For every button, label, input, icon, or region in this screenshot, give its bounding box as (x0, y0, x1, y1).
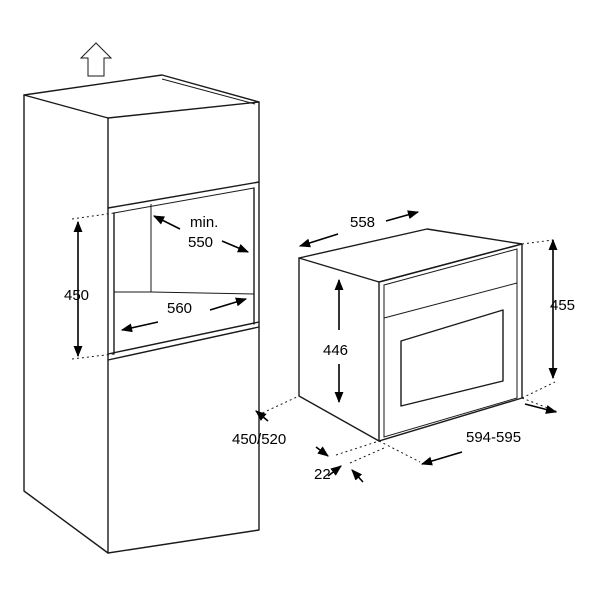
panel-offset-arrow-left (327, 465, 342, 477)
oven-depth-arrow-left (298, 233, 339, 248)
niche-width-arrow-right (209, 297, 248, 311)
niche-depth-label-line2: 550 (188, 234, 213, 251)
niche-depth-arrow-back (152, 215, 181, 230)
depth-range-label: 450/520 (232, 431, 286, 448)
width-range-label: 594-595 (466, 429, 521, 446)
panel-guide-left (335, 440, 380, 456)
depth-range-arrow (255, 410, 269, 422)
niche-bottom-guide (71, 353, 115, 360)
oven-depth-arrow-right (385, 210, 420, 222)
niche-width-arrow-left (120, 321, 159, 333)
up-arrow-icon (79, 42, 113, 77)
cabinet-column (23, 74, 260, 554)
oven-bottom-guide (521, 381, 556, 399)
niche-top-guide (71, 212, 115, 220)
niche-depth-arrow-front (221, 240, 250, 253)
oven-unit (298, 228, 523, 442)
oven-top-guide (521, 239, 554, 245)
oven-depth-label: 558 (350, 214, 375, 231)
width-range-arrow-right (524, 403, 558, 414)
depth-range-arrow-right (315, 446, 329, 457)
front-width-guide (378, 440, 421, 463)
panel-offset-arrow-right (351, 469, 364, 483)
front-width-guide-right (521, 397, 559, 413)
oven-height-label: 455 (550, 297, 575, 314)
cavity-depth-guide (257, 395, 300, 416)
niche-width-label: 560 (167, 300, 192, 317)
front-height-label: 446 (323, 342, 348, 359)
panel-offset-label: 22 (314, 466, 331, 483)
niche-height-label: 450 (64, 287, 89, 304)
niche-depth-label-line1: min. (190, 214, 218, 231)
width-range-arrow-left (420, 451, 463, 466)
panel-guide-right (349, 447, 385, 464)
